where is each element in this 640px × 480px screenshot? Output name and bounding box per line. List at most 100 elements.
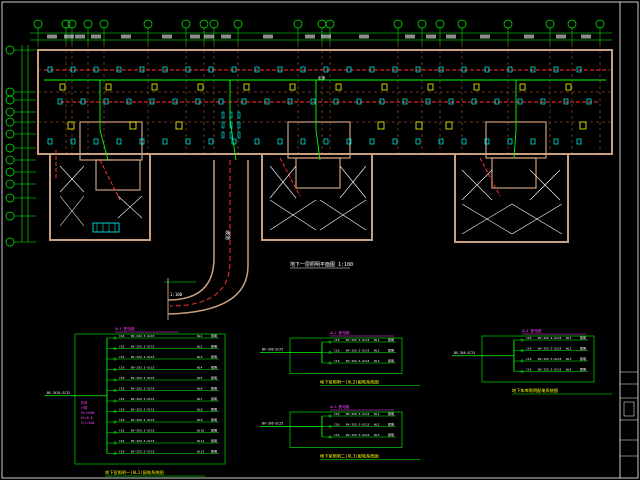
circuit-id-label: WL4 bbox=[197, 366, 203, 370]
circuit-breaker-label: C16 bbox=[334, 338, 340, 342]
fixture-square bbox=[553, 66, 559, 73]
circuit-id-label: WL3 bbox=[374, 359, 380, 363]
circuit-breaker-label: C16 bbox=[119, 345, 125, 349]
room-diagonal bbox=[461, 169, 493, 201]
circuit-breaker-label: C16 bbox=[119, 418, 125, 422]
room-diagonal bbox=[269, 165, 297, 199]
emergency-light bbox=[175, 121, 183, 130]
circuit-load-label: 照明 bbox=[211, 439, 217, 443]
dimension-value-mark bbox=[162, 34, 172, 39]
fixture-square bbox=[231, 138, 237, 145]
circuit-load-label: 照明 bbox=[388, 349, 394, 353]
fixture-square bbox=[517, 98, 523, 105]
fixture-square bbox=[576, 66, 582, 73]
axis-bubble bbox=[293, 19, 303, 29]
axis-bubble bbox=[5, 95, 15, 105]
circuit-cable-label: BV-2X2.5-SC15 bbox=[131, 355, 155, 359]
fixture-square bbox=[415, 138, 421, 145]
fixture-square bbox=[310, 98, 316, 105]
feeder-label: BV-3X10-SC32 bbox=[47, 391, 70, 395]
room-diagonal bbox=[319, 199, 367, 231]
circuit-breaker-label: C16 bbox=[119, 450, 125, 454]
fixture-square bbox=[346, 138, 352, 145]
fixture-square bbox=[139, 66, 145, 73]
breaker-symbol bbox=[520, 349, 524, 352]
fixture-square bbox=[461, 66, 467, 73]
fixture-square bbox=[172, 98, 178, 105]
circuit-id-label: WL3 bbox=[566, 357, 572, 361]
axis-bubble bbox=[5, 237, 15, 247]
fixture-square bbox=[116, 138, 122, 145]
circuit-cable-label: BV-2X2.5-SC15 bbox=[538, 347, 562, 351]
emergency-light bbox=[445, 121, 453, 130]
fixture-tube bbox=[221, 131, 225, 139]
fixture-square bbox=[540, 98, 546, 105]
axis-bubble bbox=[143, 19, 153, 29]
fixture-tube bbox=[229, 131, 233, 139]
circuit-breaker-label: C16 bbox=[334, 423, 340, 427]
room-diagonal bbox=[59, 195, 85, 227]
fixture-square bbox=[586, 98, 592, 105]
circuit-load-label: 照明 bbox=[211, 345, 217, 349]
circuit-load-label: 照明 bbox=[580, 336, 586, 340]
dimension-value-mark bbox=[446, 34, 456, 39]
fixture-square bbox=[195, 98, 201, 105]
dimension-value-mark bbox=[121, 34, 131, 39]
circuit-load-label: 照明 bbox=[580, 347, 586, 351]
dimension-value-mark bbox=[321, 34, 331, 39]
fixture-square bbox=[80, 98, 86, 105]
axis-bubble bbox=[435, 19, 445, 29]
axis-bubble bbox=[5, 179, 15, 189]
feeder-label: BV-3X6-SC25 bbox=[454, 351, 475, 355]
panel-enclosure bbox=[74, 333, 226, 465]
room-diagonal bbox=[339, 165, 367, 199]
feeder-label: BV-3X6-SC25 bbox=[262, 422, 283, 426]
dimension-value-mark bbox=[263, 34, 273, 39]
panel-header: AL4 配电箱 bbox=[522, 328, 542, 333]
fixture-tube bbox=[221, 121, 225, 129]
fixture-square bbox=[494, 98, 500, 105]
emergency-light bbox=[579, 121, 587, 130]
axis-bubble bbox=[5, 107, 15, 117]
axis-bubble bbox=[5, 45, 15, 55]
emergency-light bbox=[377, 121, 385, 130]
fixture-square bbox=[264, 98, 270, 105]
fixture-square bbox=[149, 98, 155, 105]
breaker-symbol bbox=[113, 336, 117, 340]
breaker-symbol bbox=[113, 389, 117, 392]
emergency-light bbox=[289, 83, 296, 91]
emergency-light bbox=[335, 83, 342, 91]
circuit-cable-label: BV-2X2.5-SC15 bbox=[346, 412, 370, 416]
emergency-light bbox=[67, 121, 75, 130]
axis-bubble bbox=[567, 19, 577, 29]
emergency-light bbox=[197, 83, 204, 91]
ramp-scale-text: 1:100 bbox=[170, 292, 183, 297]
fixture-square bbox=[300, 138, 306, 145]
circuit-id-label: WL1 bbox=[566, 336, 572, 340]
load-calc-note: 负荷 bbox=[81, 400, 88, 405]
circuit-load-label: 照明 bbox=[211, 397, 217, 401]
room-diagonal bbox=[117, 195, 143, 219]
breaker-symbol bbox=[113, 347, 117, 350]
circuit-breaker-label: C16 bbox=[119, 397, 125, 401]
fixture-tube bbox=[237, 131, 241, 139]
circuit-cable-label: BV-2X2.5-SC15 bbox=[538, 357, 562, 361]
fixture-square bbox=[162, 138, 168, 145]
dimension-value-mark bbox=[305, 34, 315, 39]
fixture-square bbox=[484, 138, 490, 145]
top-dimension-ticks bbox=[47, 34, 591, 39]
circuit-id-label: WL12 bbox=[197, 450, 204, 454]
breaker-symbol bbox=[113, 368, 117, 371]
dimension-value-mark bbox=[426, 34, 436, 39]
room-lighting-pattern bbox=[59, 165, 563, 235]
fixture-square bbox=[93, 66, 99, 73]
fixture-square bbox=[461, 138, 467, 145]
fixture-square bbox=[448, 98, 454, 105]
circuit-breaker-label: C16 bbox=[119, 439, 125, 443]
fixture-tube bbox=[237, 121, 241, 129]
